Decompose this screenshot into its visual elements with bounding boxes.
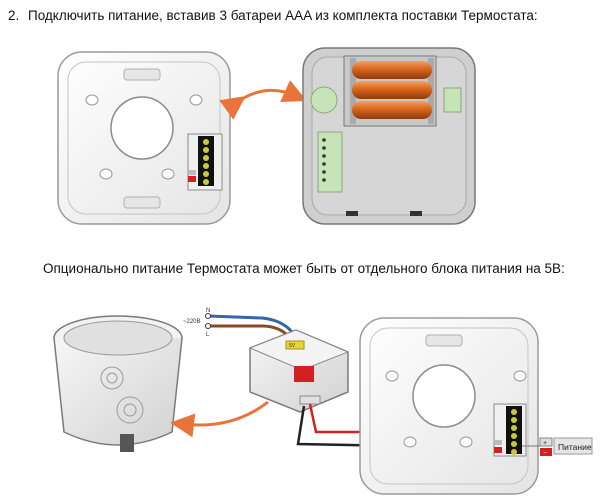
step-number: 2. bbox=[8, 8, 20, 23]
battery-3 bbox=[352, 101, 432, 119]
step-text: Подключить питание, вставив 3 батареи AA… bbox=[28, 8, 538, 23]
terminal-block bbox=[198, 136, 214, 186]
insert-arrow bbox=[170, 400, 269, 438]
mains-wires bbox=[205, 313, 294, 339]
power-callout bbox=[522, 437, 593, 456]
minus-sign: − bbox=[543, 450, 547, 457]
step-instruction: 2. Подключить питание, вставив 3 батареи … bbox=[8, 8, 538, 23]
power-label: Питание bbox=[558, 442, 592, 452]
adapter-voltage-tag: 5V bbox=[289, 343, 296, 349]
power-jumper bbox=[188, 170, 196, 182]
power-adapter bbox=[248, 329, 350, 413]
optional-power-heading: Опционально питание Термостата может быт… bbox=[43, 261, 565, 276]
mains-voltage-label: ~220В bbox=[183, 319, 201, 325]
line-label: L bbox=[206, 332, 210, 338]
neutral-label: N bbox=[206, 308, 210, 314]
mounting-box bbox=[53, 315, 183, 452]
terminal-block-wired bbox=[506, 406, 522, 455]
battery-2 bbox=[352, 81, 432, 99]
battery-1 bbox=[352, 61, 432, 79]
swap-arrow bbox=[219, 80, 307, 120]
plus-sign: + bbox=[543, 440, 547, 447]
power-jumper-wired bbox=[494, 440, 502, 453]
